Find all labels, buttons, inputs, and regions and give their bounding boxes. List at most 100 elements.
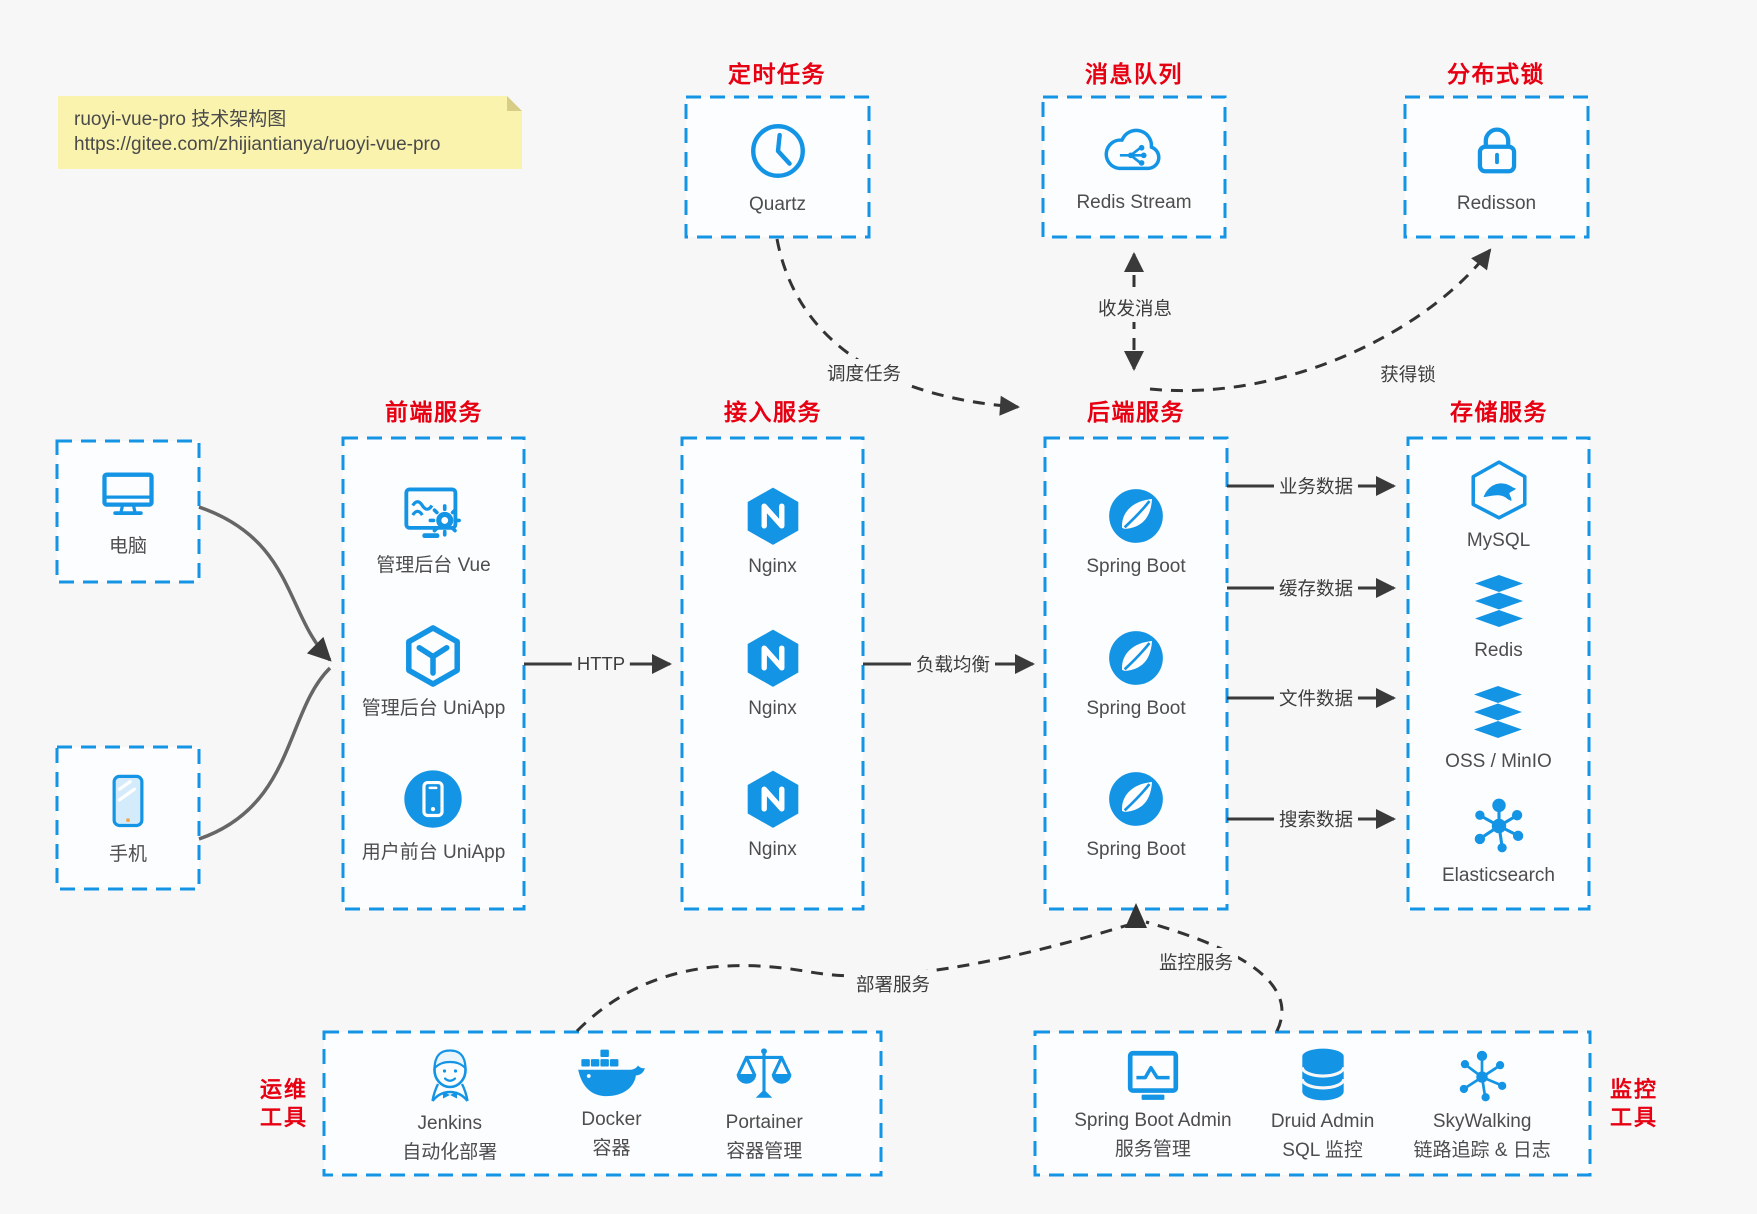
node-label: OSS / MinIO xyxy=(1445,750,1552,772)
edge-label-message: 收发消息 xyxy=(1092,294,1178,322)
group-title-monitor: 监控 工具 xyxy=(1610,1076,1658,1132)
node-springboot-3: Spring Boot xyxy=(1086,768,1186,862)
edge-phone-to-frontend xyxy=(198,666,332,841)
node-label: SkyWalking xyxy=(1432,1110,1532,1132)
node-quartz: Quartz xyxy=(686,97,869,237)
node-label: Redis Stream xyxy=(1076,191,1192,213)
edge-label-http: HTTP xyxy=(571,652,631,676)
spring-boot-icon xyxy=(1109,489,1163,544)
edge-label-biz: 业务数据 xyxy=(1273,472,1359,500)
node-phone: 手机 xyxy=(57,747,199,889)
node-label: MySQL xyxy=(1466,529,1531,551)
elasticsearch-icon xyxy=(1474,799,1523,853)
node-label: 管理后台 Vue xyxy=(376,555,491,577)
node-label: Druid Admin xyxy=(1270,1110,1375,1132)
node-label: 用户前台 UniApp xyxy=(361,841,506,863)
node-label: Nginx xyxy=(748,838,797,860)
docker-icon xyxy=(578,1049,646,1096)
node-label: Quartz xyxy=(748,193,807,215)
redis-stack-icon xyxy=(1474,575,1523,628)
devops-title-line1: 运维 xyxy=(259,1077,309,1102)
node-label: Nginx xyxy=(748,697,797,719)
group-title-mq: 消息队列 xyxy=(1085,61,1183,87)
group-title-devops: 运维 工具 xyxy=(260,1076,308,1132)
node-jenkins: Jenkins 自动化部署 xyxy=(402,1043,497,1165)
note-url: https://gitee.com/zhijiantianya/ruoyi-vu… xyxy=(74,134,441,155)
node-sublabel: 容器管理 xyxy=(726,1140,803,1162)
edge-label-file: 文件数据 xyxy=(1273,684,1359,712)
node-admin-uniapp: 管理后台 UniApp xyxy=(361,623,506,721)
node-nginx-3: Nginx xyxy=(742,768,804,862)
node-label: 管理后台 UniApp xyxy=(361,697,506,719)
node-label: Spring Boot xyxy=(1086,838,1186,860)
node-label: Spring Boot xyxy=(1086,556,1186,578)
spring-boot-icon xyxy=(1109,630,1163,685)
node-sublabel: 自动化部署 xyxy=(402,1141,498,1163)
node-label: 电脑 xyxy=(108,536,147,557)
node-docker: Docker 容器 xyxy=(575,1047,647,1161)
node-nginx-1: Nginx xyxy=(742,485,804,579)
node-mysql: MySQL xyxy=(1466,459,1532,553)
redis-stack-icon xyxy=(1474,685,1523,738)
node-skywalking: SkyWalking 链路追踪 & 日志 xyxy=(1414,1045,1551,1163)
node-springboot-1: Spring Boot xyxy=(1086,485,1186,579)
user-app-icon xyxy=(404,770,463,828)
group-title-backend: 后端服务 xyxy=(1087,399,1185,425)
node-redis: Redis xyxy=(1466,573,1532,663)
desktop-icon xyxy=(102,472,154,516)
clock-icon xyxy=(750,123,805,178)
note-title: ruoyi-vue-pro 技术架构图 xyxy=(74,109,287,130)
backend-box: Spring Boot Spring Boot Spring Boot xyxy=(1045,438,1227,909)
node-label: 手机 xyxy=(108,843,147,865)
sticky-note: ruoyi-vue-pro 技术架构图 https://gitee.com/zh… xyxy=(58,96,522,169)
group-title-gateway: 接入服务 xyxy=(724,399,822,425)
edge-backend-up-arrowhead xyxy=(1125,903,1147,928)
node-spring-boot-admin: Spring Boot Admin 服务管理 xyxy=(1074,1046,1232,1162)
node-pc: 电脑 xyxy=(57,441,199,582)
group-title-scheduled: 定时任务 xyxy=(728,61,826,87)
group-title-storage: 存储服务 xyxy=(1450,399,1548,425)
edge-label-lb: 负载均衡 xyxy=(910,650,996,678)
node-label: Redis xyxy=(1474,640,1523,662)
node-redis-stream: Redis Stream xyxy=(1043,97,1225,237)
jenkins-icon xyxy=(431,1048,469,1102)
uniapp-cube-icon xyxy=(406,624,461,687)
monitor-title-line1: 监控 xyxy=(1609,1077,1659,1102)
edge-label-search: 搜索数据 xyxy=(1273,805,1359,833)
node-label: Portainer xyxy=(725,1111,803,1133)
node-nginx-2: Nginx xyxy=(742,627,804,721)
edge-monitoring-curve xyxy=(1145,920,1284,1032)
edge-label-getlock: 获得锁 xyxy=(1375,360,1441,388)
edge-label-schedule: 调度任务 xyxy=(821,359,907,387)
devops-title-line2: 工具 xyxy=(259,1105,309,1130)
node-label: Docker xyxy=(581,1108,642,1130)
node-redisson: Redisson xyxy=(1405,97,1588,237)
node-sublabel: SQL 监控 xyxy=(1282,1139,1363,1161)
gateway-box: Nginx Nginx Nginx xyxy=(682,438,863,909)
admin-vue-icon xyxy=(404,487,462,539)
node-springboot-2: Spring Boot xyxy=(1086,627,1186,721)
node-label: Spring Boot xyxy=(1086,697,1186,719)
group-title-lock: 分布式锁 xyxy=(1447,61,1545,87)
nginx-icon xyxy=(747,629,798,687)
nginx-icon xyxy=(747,770,798,828)
node-elasticsearch: Elasticsearch xyxy=(1442,794,1555,888)
lock-icon xyxy=(1477,127,1516,173)
frontend-box: 管理后台 Vue 管理后台 UniApp 用户前台 UniApp xyxy=(343,438,524,909)
mysql-icon xyxy=(1470,459,1527,520)
node-label: Elasticsearch xyxy=(1442,865,1555,887)
storage-box: MySQL Redis OSS / MinIO xyxy=(1408,438,1589,909)
node-portainer: Portainer 容器管理 xyxy=(726,1044,803,1164)
node-user-uniapp: 用户前台 UniApp xyxy=(361,765,506,865)
node-label: Jenkins xyxy=(417,1112,482,1134)
edge-label-monitoring: 监控服务 xyxy=(1153,948,1239,976)
group-title-frontend: 前端服务 xyxy=(385,399,483,425)
druid-database-icon xyxy=(1300,1048,1345,1100)
scheduled-box-border xyxy=(684,95,871,239)
skywalking-icon xyxy=(1459,1050,1507,1101)
edge-label-cache: 缓存数据 xyxy=(1273,574,1359,602)
node-druid-admin: Druid Admin SQL 监控 xyxy=(1270,1045,1375,1163)
monitor-title-line2: 工具 xyxy=(1609,1105,1659,1130)
node-oss-minio: OSS / MinIO xyxy=(1445,684,1552,774)
